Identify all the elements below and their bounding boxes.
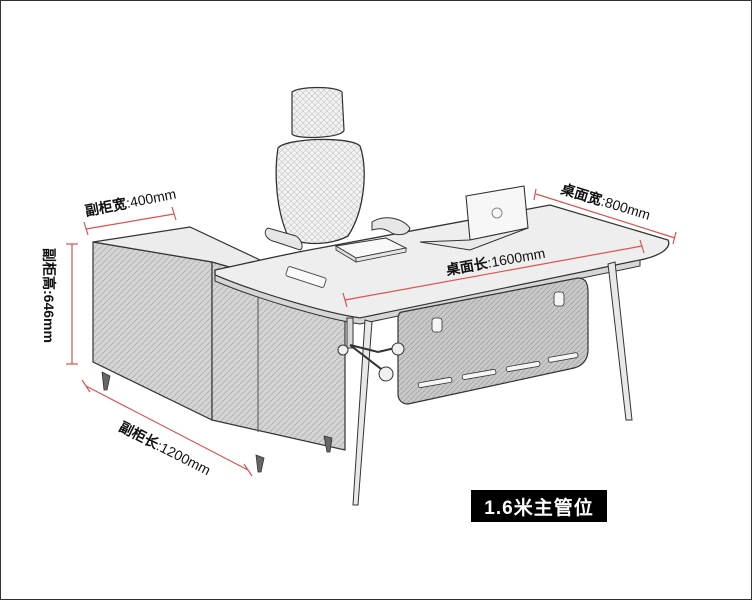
dimension-lines — [66, 188, 677, 477]
modesty-panel — [397, 277, 589, 405]
product-badge: 1.6米主管位 — [471, 490, 607, 522]
desk-top — [214, 204, 670, 325]
documents — [334, 237, 408, 263]
laptop — [419, 185, 529, 251]
label-side-cabinet-height: 副柜高:646mm — [41, 248, 57, 343]
office-chair — [264, 86, 411, 382]
desk-legs — [352, 261, 633, 506]
label-side-cabinet-width: 副柜宽:400mm — [84, 186, 178, 219]
